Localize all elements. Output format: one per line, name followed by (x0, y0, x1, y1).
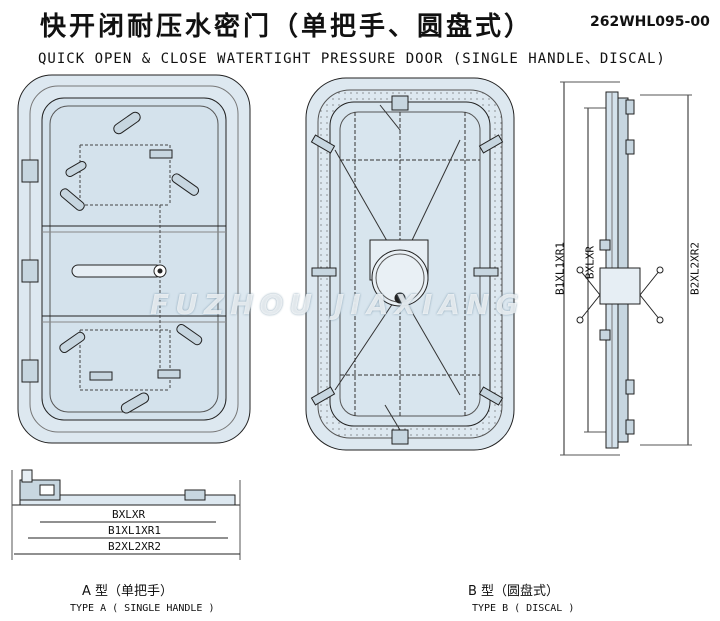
section-view (11, 469, 241, 560)
dim-middle-side: B1XL1XR1 (553, 242, 567, 295)
type-a-caption-en: TYPE A ( SINGLE HANDLE ) (70, 603, 215, 614)
dim-outer-side: B2XL2XR2 (688, 242, 702, 295)
type-b-caption-en: TYPE B ( DISCAL ) (472, 603, 575, 614)
type-b-caption-cn: B 型（圆盘式） (468, 584, 560, 599)
dim-middle-bottom: B1XL1XR1 (108, 524, 161, 537)
type-a-caption-cn: A 型（单把手） (82, 584, 174, 599)
watermark: FUZHOU JIAXIANG (150, 288, 525, 321)
type-b-door (305, 77, 515, 451)
drawing-code: 262WHL095-00 (590, 14, 710, 30)
dim-inner-bottom: BXLXR (112, 508, 146, 521)
dim-outer-bottom: B2XL2XR2 (108, 540, 161, 553)
dim-inner-side: BXLXR (583, 245, 597, 280)
title-chinese: 快开闭耐压水密门（单把手、圆盘式） (40, 12, 534, 42)
title-english: QUICK OPEN & CLOSE WATERTIGHT PRESSURE D… (38, 51, 666, 67)
type-a-door (17, 74, 251, 444)
side-view (560, 81, 692, 456)
